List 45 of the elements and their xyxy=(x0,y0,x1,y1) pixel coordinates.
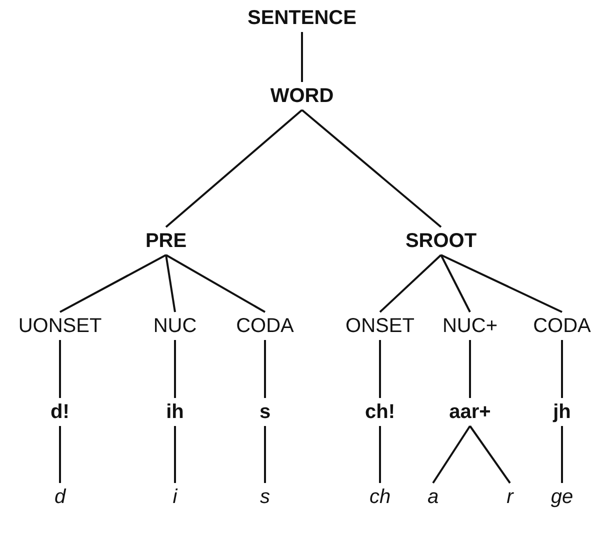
tree-branch-line xyxy=(60,254,166,313)
tree-branch-line xyxy=(174,426,176,483)
tree-node-label: SENTENCE xyxy=(248,7,356,29)
tree-branch-line xyxy=(432,425,471,484)
tree-branch-line xyxy=(165,109,303,228)
tree-node-label: UONSET xyxy=(18,315,102,337)
tree-branch-line xyxy=(301,109,442,228)
tree-node-label: SROOT xyxy=(405,230,477,252)
tree-node-label: WORD xyxy=(270,85,334,107)
tree-node-label: aar+ xyxy=(449,401,491,423)
tree-branch-line xyxy=(165,254,176,312)
tree-branch-line xyxy=(561,340,563,398)
tree-node-label: ge xyxy=(550,486,574,508)
tree-branch-line xyxy=(379,254,442,313)
tree-branch-line xyxy=(59,340,61,398)
tree-node-label: ONSET xyxy=(346,315,414,337)
tree-branch-line xyxy=(469,425,511,484)
tree-branch-line xyxy=(469,340,471,398)
tree-node-label: NUC xyxy=(153,315,197,337)
tree-node-label: ch xyxy=(369,486,391,508)
tree-node-label: d! xyxy=(50,401,70,423)
tree-branch-line xyxy=(166,254,266,313)
tree-branch-line xyxy=(379,426,381,483)
tree-node-label: CODA xyxy=(533,315,591,337)
tree-branch-line xyxy=(59,426,61,483)
tree-node-label: jh xyxy=(553,401,571,423)
tree-node-label: a xyxy=(427,486,439,508)
tree-node-label: s xyxy=(259,401,271,423)
tree-node-label: NUC+ xyxy=(442,315,498,337)
tree-branch-line xyxy=(264,426,266,483)
tree-branch-line xyxy=(440,254,562,313)
tree-branch-line xyxy=(440,254,471,312)
tree-branch-line xyxy=(561,426,563,483)
tree-branch-line xyxy=(301,32,303,82)
tree-node-label: i xyxy=(172,486,178,508)
tree-node-label: ch! xyxy=(365,401,395,423)
tree-branch-line xyxy=(264,340,266,398)
tree-branch-line xyxy=(174,340,176,398)
tree-branch-line xyxy=(379,340,381,398)
tree-node-label: ih xyxy=(166,401,184,423)
tree-node-label: r xyxy=(506,486,514,508)
tree-node-label: CODA xyxy=(236,315,294,337)
tree-node-label: s xyxy=(260,486,270,508)
tree-node-label: PRE xyxy=(145,230,187,252)
tree-node-label: d xyxy=(54,486,66,508)
